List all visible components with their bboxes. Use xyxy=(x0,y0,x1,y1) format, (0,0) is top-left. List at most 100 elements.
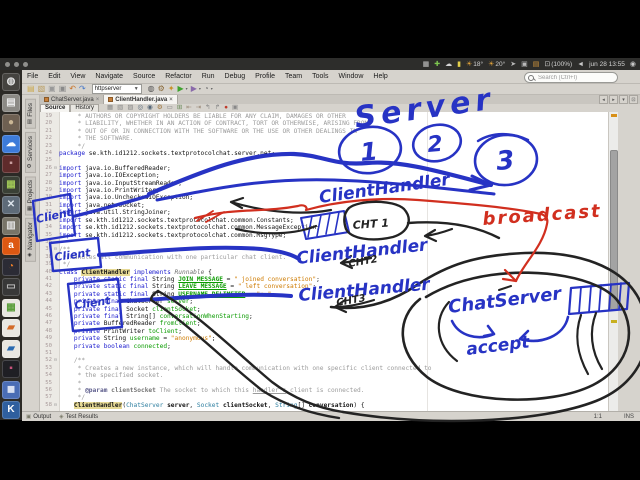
battery[interactable]: ⊡(100%) xyxy=(544,61,572,68)
file-icon-4[interactable]: ↶ xyxy=(69,83,76,93)
launcher-cube-app[interactable]: ◼ xyxy=(2,380,20,399)
k-app-icon: K xyxy=(7,404,15,415)
launcher-intellij-idea[interactable]: ▪ xyxy=(2,360,20,378)
editor-tool-icon-7[interactable]: ⊞ xyxy=(176,103,183,111)
session[interactable]: ◉ xyxy=(630,61,636,68)
file-icon-3[interactable]: ▣ xyxy=(58,83,67,93)
run-config-combobox[interactable]: httpserver ▼ xyxy=(91,83,142,94)
menu-view[interactable]: View xyxy=(70,73,86,80)
editor-tool-icon-9[interactable]: ⇥ xyxy=(195,103,202,111)
menu-help[interactable]: Help xyxy=(373,73,388,80)
editor-tool-icon-3[interactable]: ◎ xyxy=(137,103,144,111)
caret-position: 1:1 xyxy=(593,413,602,420)
editor-tool-icon-12[interactable]: ● xyxy=(224,103,229,111)
file-icon-5[interactable]: ↷ xyxy=(78,83,86,93)
launcher-terminal[interactable]: ▭ xyxy=(2,278,20,296)
menu-file[interactable]: File xyxy=(27,73,39,80)
sidebar-tab-navigator[interactable]: ◈Navigator xyxy=(25,218,36,262)
fold-indicator xyxy=(52,180,59,187)
network[interactable]: ✚ xyxy=(434,61,440,68)
launcher-game[interactable]: ● xyxy=(2,114,20,132)
launcher-file-manager[interactable]: ▤ xyxy=(2,93,20,112)
editor-tool-icon-10[interactable]: ↰ xyxy=(205,103,211,111)
notes[interactable]: ▮ xyxy=(457,61,461,68)
code-line: 20 * LIABILITY, WHETHER IN AN ACTION OF … xyxy=(40,120,632,127)
editor-tool-icon-11[interactable]: ↱ xyxy=(214,103,221,111)
sidebar-tab-services[interactable]: ⚙Services xyxy=(25,131,36,173)
temp-night[interactable]: ☀20° xyxy=(488,61,505,68)
code-editor[interactable]: 19 * AUTHORS OR COPYRIGHT HOLDERS BE LIA… xyxy=(40,112,632,411)
launcher-abiword[interactable]: a xyxy=(2,237,20,255)
tab-control-0[interactable]: ◂ xyxy=(599,95,608,104)
editor-tool-icon-2[interactable]: ▨ xyxy=(127,103,134,111)
menu-window[interactable]: Window xyxy=(338,73,364,80)
launcher-libreoffice-impress[interactable]: ▰ xyxy=(2,319,20,337)
run-icon-0[interactable]: ◍ xyxy=(147,83,155,93)
menu-navigate[interactable]: Navigate xyxy=(95,73,124,80)
editor-tool-icon-1[interactable]: ▧ xyxy=(117,103,124,111)
temp-day[interactable]: ☀18° xyxy=(466,61,483,68)
run-icon-2[interactable]: ✦ xyxy=(167,83,175,93)
launcher-libreoffice-writer[interactable]: ▰ xyxy=(2,339,20,358)
test-results-tab[interactable]: ◈ Test Results xyxy=(55,414,102,420)
sidebar-tab-files[interactable]: ▤Files xyxy=(25,99,36,129)
search-input[interactable] xyxy=(536,73,610,82)
file-icon-1[interactable]: ▧ xyxy=(37,83,46,93)
mail[interactable]: ➤ xyxy=(510,61,516,68)
tab-chatserver-java[interactable]: ChatServer.java× xyxy=(40,95,105,104)
menu-source[interactable]: Source xyxy=(133,73,156,80)
menu-profile[interactable]: Profile xyxy=(255,73,276,80)
weather-cloud[interactable]: ☁ xyxy=(445,61,452,68)
launcher-libreoffice-calc[interactable]: ▦ xyxy=(2,298,20,317)
network-icon: ✚ xyxy=(434,60,441,68)
tab-control-1[interactable]: ▸ xyxy=(609,95,618,104)
warning-stripe-mark[interactable] xyxy=(611,114,617,117)
quick-search[interactable] xyxy=(524,72,618,83)
tab-clienthandler-java[interactable]: ClientHandler.java× xyxy=(104,95,178,104)
editor-tool-icon-0[interactable]: ▦ xyxy=(107,103,114,111)
launcher-weather-app[interactable]: ☁ xyxy=(2,134,20,153)
run-icon-4[interactable]: ▶ xyxy=(190,83,197,93)
launcher-media-app[interactable]: ▪ xyxy=(2,155,20,173)
menu-refactor[interactable]: Refactor xyxy=(165,73,192,80)
display[interactable]: ▣ xyxy=(521,61,528,68)
window-controls[interactable] xyxy=(5,61,28,67)
sidebar-tab-projects[interactable]: ▦Projects xyxy=(25,175,36,216)
launcher-calculator[interactable]: ▦ xyxy=(2,175,20,194)
warning-stripe-mark[interactable] xyxy=(611,320,617,323)
editor-tool-icon-6[interactable]: ▭ xyxy=(166,103,173,111)
menu-team[interactable]: Team xyxy=(285,73,303,80)
code-line: 50 private boolean connected; xyxy=(40,343,632,350)
fold-indicator xyxy=(52,261,59,268)
file-icon-0[interactable]: ▤ xyxy=(27,83,35,93)
launcher-k-app[interactable]: K xyxy=(2,401,20,419)
line-number: 20 xyxy=(45,120,52,127)
volume[interactable]: ◄ xyxy=(577,61,584,68)
run-icon-3[interactable]: ▶ xyxy=(177,83,184,93)
tab-control-3[interactable]: ⊡ xyxy=(629,95,638,104)
launcher-dash-home[interactable]: ◍ xyxy=(2,73,20,91)
editor-tool-icon-5[interactable]: ⚙ xyxy=(156,103,163,111)
workspace[interactable]: ▦ xyxy=(423,61,430,68)
close-icon[interactable]: × xyxy=(95,96,100,103)
launcher-system-tools[interactable]: ✕ xyxy=(2,196,20,214)
close-icon[interactable]: × xyxy=(169,96,173,103)
output-tab[interactable]: ▣ Output xyxy=(22,414,55,420)
run-icon-5[interactable]: ◔ xyxy=(203,83,209,93)
services-icon: ⚙ xyxy=(27,162,34,169)
editor-tool-icon-13[interactable]: ▣ xyxy=(232,103,239,111)
editor-tool-icon-8[interactable]: ⇤ xyxy=(186,103,192,111)
menu-edit[interactable]: Edit xyxy=(48,73,61,80)
menu-run[interactable]: Run xyxy=(201,73,215,80)
menu-debug[interactable]: Debug xyxy=(224,73,246,80)
file-icon-2[interactable]: ▣ xyxy=(48,83,56,93)
menu-tools[interactable]: Tools xyxy=(312,73,329,80)
files[interactable]: ▤ xyxy=(533,61,540,68)
launcher-archive-manager[interactable]: ▥ xyxy=(2,216,20,235)
scrollbar-thumb[interactable] xyxy=(610,150,618,310)
tab-control-2[interactable]: ▾ xyxy=(619,95,628,104)
clock[interactable]: jun 28 13:55 xyxy=(589,61,625,68)
editor-tool-icon-4[interactable]: ◉ xyxy=(147,103,153,111)
launcher-firefox[interactable]: ◔ xyxy=(2,257,20,276)
run-icon-1[interactable]: ⚙ xyxy=(157,83,165,93)
